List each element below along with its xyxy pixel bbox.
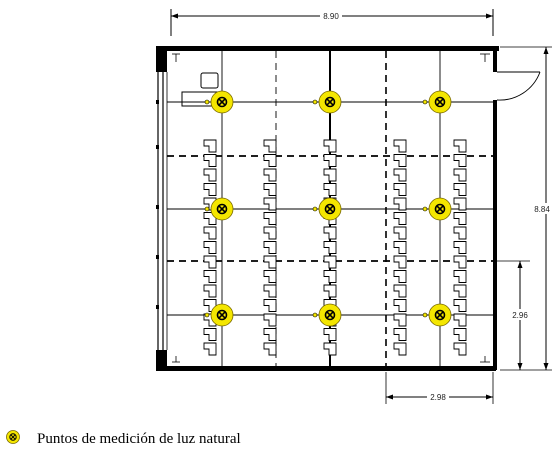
student-desk [453, 168, 467, 182]
right-dimension: 8.84 [500, 46, 552, 371]
student-desk [323, 139, 337, 153]
student-desk [263, 241, 277, 254]
student-desk [203, 154, 217, 167]
student-desk [453, 183, 467, 196]
student-desk [323, 154, 337, 167]
student-desk [323, 328, 337, 341]
legend: Puntos de medición de luz natural [6, 430, 241, 447]
student-desk [453, 255, 467, 269]
student-desk [393, 255, 407, 269]
measurement-point-marker [210, 303, 234, 327]
sensor-dot [204, 99, 210, 105]
student-desk [203, 255, 217, 269]
student-desk [393, 168, 407, 182]
student-desk [393, 139, 407, 153]
student-desk [453, 270, 467, 283]
student-desk [323, 342, 337, 356]
student-desk [453, 139, 467, 153]
student-desk [323, 284, 337, 298]
sensor-dot [204, 312, 210, 318]
student-desk [203, 139, 217, 153]
sensor-dot [204, 206, 210, 212]
student-desk [323, 183, 337, 196]
measurement-point-marker [318, 197, 342, 221]
student-desk [263, 299, 277, 312]
student-desk [263, 197, 277, 211]
student-desk [263, 168, 277, 182]
student-desk [453, 226, 467, 240]
room-walls [156, 46, 541, 371]
top-dimension: 8.90 [170, 9, 494, 36]
measurement-point-marker [318, 303, 342, 327]
student-desk [453, 328, 467, 341]
student-desk [393, 328, 407, 341]
student-desk [203, 168, 217, 182]
student-desk [393, 197, 407, 211]
student-desk [393, 270, 407, 283]
student-desk [453, 299, 467, 312]
measurement-point-marker [428, 90, 452, 114]
student-desk [453, 212, 467, 225]
measurement-point-marker [210, 197, 234, 221]
student-desk [393, 154, 407, 167]
measurement-point-marker [428, 303, 452, 327]
student-desk [203, 284, 217, 298]
right-partial-dimension-label: 2.96 [512, 311, 528, 320]
right-partial-dimension: 2.96 [497, 260, 531, 370]
student-desk [453, 241, 467, 254]
student-desk [453, 342, 467, 356]
student-desk [263, 284, 277, 298]
student-desk [393, 212, 407, 225]
student-desk [323, 168, 337, 182]
student-desk [203, 183, 217, 196]
sensor-dot [422, 312, 428, 318]
student-desk [263, 154, 277, 167]
student-desk [453, 154, 467, 167]
sensor-dot [312, 206, 318, 212]
student-desk [263, 212, 277, 225]
measurement-point-marker [428, 197, 452, 221]
sensor-dot [312, 99, 318, 105]
student-desk [263, 328, 277, 341]
student-desk [203, 241, 217, 254]
student-desk [323, 226, 337, 240]
measurement-point-marker [210, 90, 234, 114]
student-desk [203, 270, 217, 283]
measurement-point-marker [318, 90, 342, 114]
student-desk [263, 342, 277, 356]
student-desk [263, 183, 277, 196]
student-desk [453, 284, 467, 298]
student-desk [453, 313, 467, 327]
student-desk [393, 226, 407, 240]
bottom-partial-dimension-label: 2.98 [430, 393, 446, 402]
student-desk [323, 270, 337, 283]
student-desk [393, 313, 407, 327]
student-desk [203, 226, 217, 240]
student-desk [393, 299, 407, 312]
student-desk [263, 255, 277, 269]
student-desk [453, 197, 467, 211]
student-desk [263, 313, 277, 327]
bottom-partial-dimension: 2.98 [385, 372, 494, 404]
student-desk [203, 342, 217, 356]
student-desk [263, 139, 277, 153]
sensor-dot [422, 99, 428, 105]
sensor-dot [422, 206, 428, 212]
measurement-points [204, 90, 452, 327]
student-desk [263, 226, 277, 240]
student-desk [393, 342, 407, 356]
right-dimension-label: 8.84 [534, 205, 550, 214]
student-desk [203, 328, 217, 341]
student-desk [263, 270, 277, 283]
student-desk [393, 183, 407, 196]
student-desk [323, 241, 337, 254]
student-desk [393, 241, 407, 254]
student-desk [323, 255, 337, 269]
top-dimension-label: 8.90 [323, 12, 339, 21]
legend-marker-icon [6, 430, 20, 444]
legend-label: Puntos de medición de luz natural [37, 431, 241, 447]
sensor-dot [312, 312, 318, 318]
student-desk [393, 284, 407, 298]
